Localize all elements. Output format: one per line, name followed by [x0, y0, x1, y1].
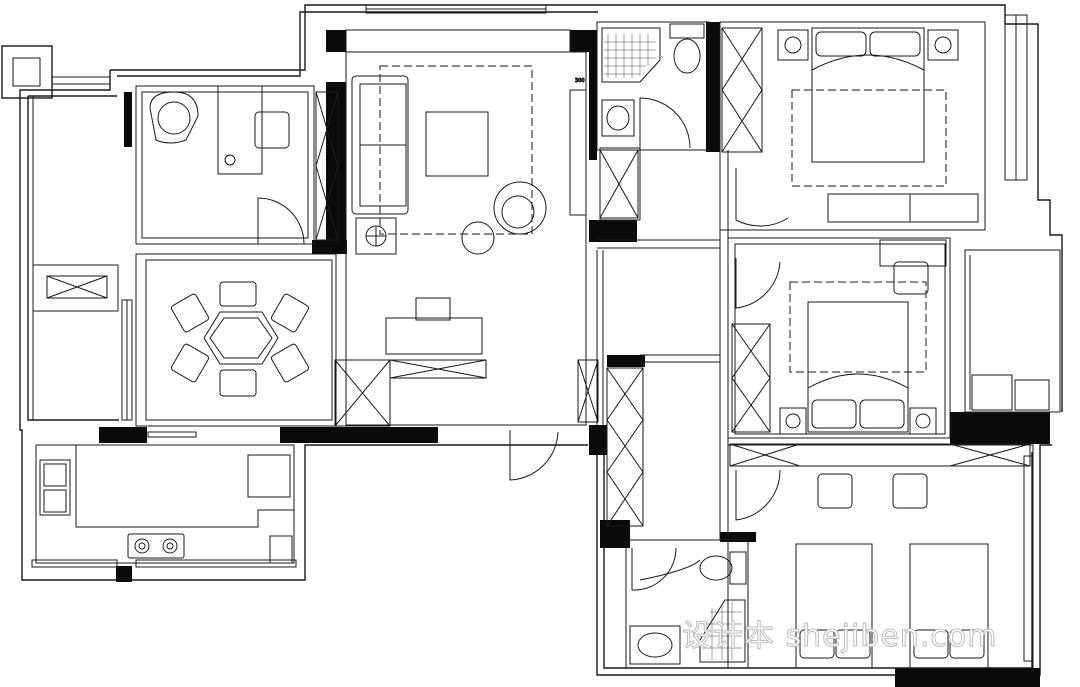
- bathroom-1-fixtures: [601, 23, 705, 137]
- utility-box: [1, 45, 110, 99]
- bathroom-2-fixtures: [629, 551, 747, 665]
- balcony-railing: [32, 96, 119, 420]
- third-bedroom-furniture: [795, 473, 989, 669]
- windows: [31, 4, 1033, 662]
- kitchen-fixtures: [39, 431, 291, 559]
- partitions: [35, 21, 1061, 669]
- solid-walls: [99, 22, 1050, 687]
- second-bedroom-furniture: [779, 239, 1050, 435]
- watermark: 设计本 shejiben.com: [682, 619, 997, 654]
- wardrobes: [315, 27, 1031, 527]
- exterior-walls: [19, 4, 1063, 676]
- study-furniture: [149, 85, 290, 175]
- dining-set: [170, 281, 310, 397]
- door-swings: [257, 97, 789, 591]
- master-bedroom-furniture: [777, 27, 979, 223]
- living-furniture: 300: [351, 65, 587, 355]
- dimension-label: 300: [575, 78, 585, 84]
